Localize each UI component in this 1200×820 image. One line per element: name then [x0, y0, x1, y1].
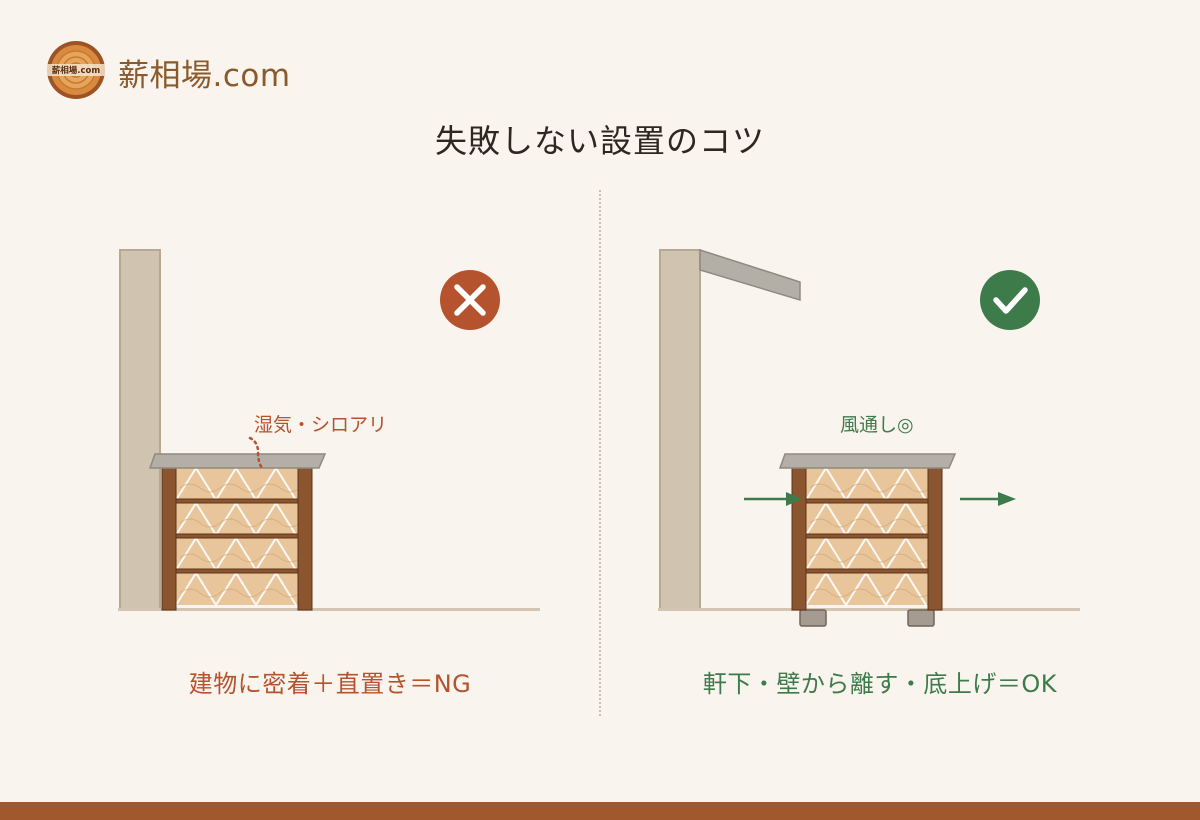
rack-foot-block	[907, 609, 935, 627]
rack-roof	[148, 453, 327, 469]
ok-scene	[600, 180, 1200, 650]
footer-bar	[0, 802, 1200, 820]
panel-divider	[599, 190, 601, 716]
moisture-indicator	[248, 436, 264, 470]
site-logo[interactable]: 薪相場.com	[46, 40, 106, 100]
site-name[interactable]: 薪相場.com	[118, 58, 291, 94]
ng-scene	[0, 180, 600, 650]
firewood-rack	[791, 465, 943, 611]
firewood-rack	[161, 465, 313, 611]
ng-caption: 建物に密着＋直置き＝NG	[188, 670, 472, 698]
airflow-arrow-in	[744, 492, 802, 506]
x-mark-icon	[440, 270, 500, 330]
ground-line	[658, 608, 1080, 611]
ng-note: 湿気・シロアリ	[254, 414, 388, 436]
page-title: 失敗しない設置のコツ	[434, 122, 765, 160]
ok-note: 風通し◎	[840, 414, 914, 436]
rack-roof	[778, 453, 957, 469]
rack-foot-block	[799, 609, 827, 627]
firewood-stack	[172, 466, 302, 607]
ground-line	[118, 608, 540, 611]
logo-text: 薪相場.com	[52, 65, 101, 76]
check-mark-icon	[980, 270, 1040, 330]
firewood-stack	[802, 466, 932, 607]
eave-roof	[699, 248, 801, 302]
building-wall	[659, 249, 701, 611]
building-wall	[119, 249, 161, 611]
airflow-arrow-out	[960, 492, 1016, 506]
ok-caption: 軒下・壁から離す・底上げ＝OK	[702, 670, 1058, 698]
